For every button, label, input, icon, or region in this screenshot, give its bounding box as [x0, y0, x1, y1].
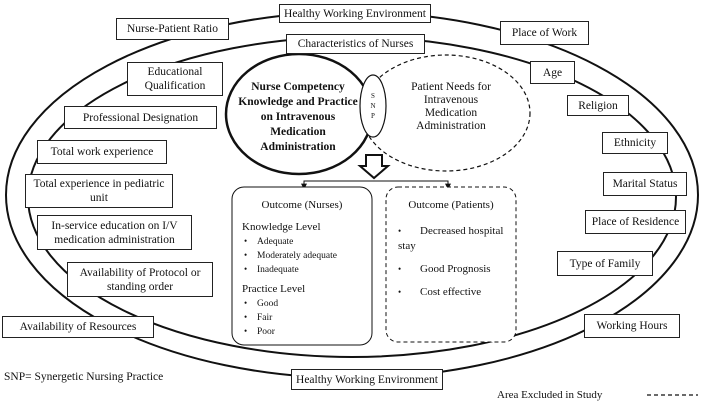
down-block-arrow — [357, 154, 391, 180]
arrow-to-nurses-outcome — [301, 180, 374, 190]
marital-status-node: Marital Status — [603, 172, 687, 196]
patient-outcome-decreased-stay: Decreased hospital stay — [398, 224, 510, 254]
availability-of-resources-node: Availability of Resources — [2, 316, 154, 338]
nurse-competency-label: Nurse Competency Knowledge and Practice … — [238, 81, 358, 153]
healthy-working-environment-top: Healthy Working Environment — [279, 4, 431, 23]
total-work-experience-node: Total work experience — [37, 140, 167, 164]
place-of-work-node: Place of Work — [500, 21, 589, 45]
patient-outcome-cost-effective: Cost effective — [398, 285, 510, 300]
age-node: Age — [530, 61, 575, 84]
legend-excluded-label: Area Excluded in Study — [497, 389, 603, 401]
total-experience-pediatric-node: Total experience in pediatric unit — [25, 174, 173, 208]
snp-letter-s: S — [371, 92, 375, 100]
working-hours-node: Working Hours — [584, 314, 680, 338]
characteristics-of-nurses-title: Characteristics of Nurses — [286, 34, 425, 54]
arrow-to-patients-outcome — [374, 180, 451, 190]
knowledge-level-list: Adequate Moderately adequate Inadequate — [244, 235, 337, 277]
educational-qualification-node: Educational Qualification — [127, 62, 223, 96]
practice-level-list: Good Fair Poor — [244, 297, 278, 339]
availability-of-protocol-node: Availability of Protocol or standing ord… — [67, 262, 213, 297]
professional-designation-node: Professional Designation — [64, 106, 217, 129]
knowledge-item-inadequate: Inadequate — [244, 263, 337, 277]
healthy-working-environment-bottom: Healthy Working Environment — [291, 369, 443, 390]
in-service-education-node: In-service education on I/V medication a… — [37, 215, 192, 250]
practice-item-poor: Poor — [244, 325, 278, 339]
type-of-family-node: Type of Family — [557, 251, 653, 276]
knowledge-item-adequate: Adequate — [244, 235, 337, 249]
knowledge-level-label: Knowledge Level — [242, 221, 321, 233]
religion-node: Religion — [567, 95, 629, 116]
nurse-patient-ratio-node: Nurse-Patient Ratio — [116, 18, 229, 40]
practice-item-good: Good — [244, 297, 278, 311]
outcome-nurses-title: Outcome (Nurses) — [261, 199, 343, 211]
snp-letter-p: P — [371, 112, 375, 120]
practice-item-fair: Fair — [244, 311, 278, 325]
snp-footnote: SNP= Synergetic Nursing Practice — [4, 371, 164, 383]
snp-ellipse — [359, 74, 387, 138]
outcome-patients-title: Outcome (Patients) — [408, 199, 494, 211]
place-of-residence-node: Place of Residence — [585, 210, 686, 234]
practice-level-label: Practice Level — [242, 283, 306, 295]
knowledge-item-moderately-adequate: Moderately adequate — [244, 249, 337, 263]
patient-needs-label: Patient Needs for Intravenous Medication… — [411, 81, 491, 132]
ethnicity-node: Ethnicity — [602, 132, 668, 154]
patient-outcome-list: Decreased hospital stay Good Prognosis C… — [398, 224, 510, 308]
patient-outcome-good-prognosis: Good Prognosis — [398, 262, 510, 277]
snp-letter-n: N — [370, 102, 376, 110]
